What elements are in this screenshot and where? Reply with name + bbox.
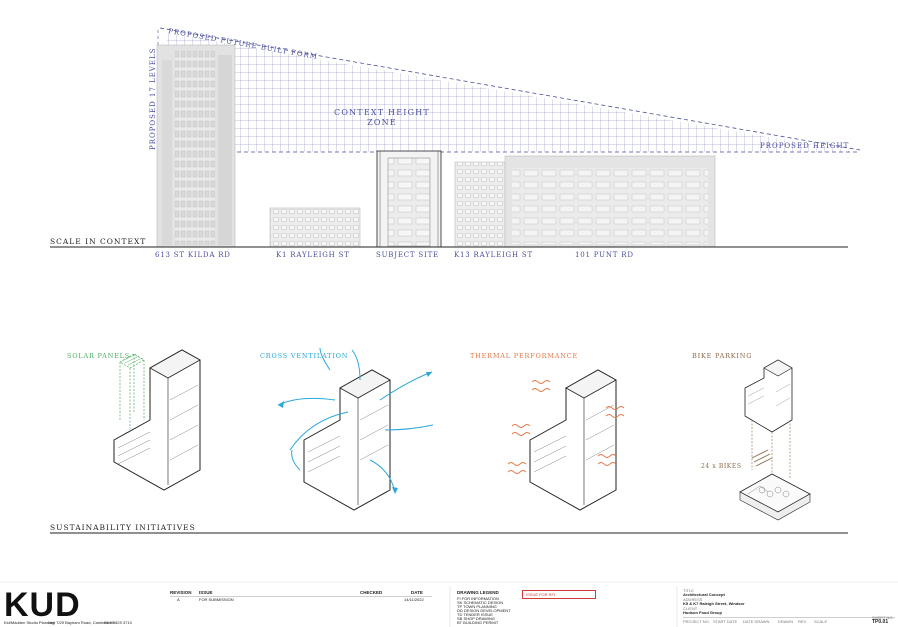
title-block: KUD Kid/Madden Studio Planning Unit 7/29… <box>0 582 898 627</box>
issue-stamp-text: ISSUE FOR RFI <box>526 592 556 597</box>
bike-parking-label: BIKE PARKING <box>692 352 752 360</box>
label-613-st-kilda: 613 ST KILDA RD <box>155 251 231 259</box>
footer-scale: SCALE <box>814 619 828 624</box>
footer-project-no: PROJECT NO. <box>683 619 710 624</box>
building-subject-site <box>376 150 442 248</box>
building-k13-rayleigh <box>454 161 506 248</box>
label-k1-rayleigh: K1 RAYLEIGH ST <box>276 251 350 259</box>
kud-logo: KUD <box>4 586 81 624</box>
title-field-label: TITLE <box>683 588 694 593</box>
scale-in-context-label: SCALE IN CONTEXT <box>50 237 146 246</box>
label-101-punt-rd: 101 PUNT RD <box>575 251 634 259</box>
sheet-number: TP0.01 <box>872 619 889 625</box>
levels-label: PROPOSED 17 LEVELS <box>149 48 157 150</box>
legend-item: SK SCHEMATIC DESIGN <box>457 600 504 605</box>
footer-drawn: DRAWN <box>778 619 793 624</box>
sustainability-initiatives-label: SUSTAINABILITY INITIATIVES <box>50 523 196 532</box>
cross-ventilation-label: CROSS VENTILATION <box>260 352 348 360</box>
issue-value: FOR SUBMISSION <box>199 597 234 602</box>
company-address: Unit 7/29 Bayham Road, Camberwell <box>48 620 114 625</box>
building-k1-rayleigh <box>269 207 361 248</box>
company-phone: 03 9 9829 3710 <box>104 620 132 625</box>
legend-item: SB SHOP DRAWING <box>457 616 496 621</box>
proposed-height-label: PROPOSED HEIGHT <box>760 142 849 150</box>
bike-parking-diagram <box>739 359 811 521</box>
revision-value: A <box>177 597 180 602</box>
date-value: 14/11/2022 <box>404 597 424 602</box>
legend-item: TD TENDER ISSUE <box>457 612 493 617</box>
client-name: Hudson Food Group <box>683 610 722 615</box>
legend-item: BT BUILDING PERMIT <box>457 620 499 625</box>
client-field-label: CLIENT <box>683 606 698 611</box>
thermal-performance-label: THERMAL PERFORMANCE <box>470 352 578 360</box>
checked-header: CHECKED <box>360 590 383 595</box>
company-name: Kid/Madden Studio Planning <box>4 620 55 625</box>
site-address: K5 & K7 Raleigh Street, Windsor <box>683 601 745 606</box>
context-height-grid <box>167 33 855 152</box>
building-101-punt-rd <box>504 155 716 248</box>
legend-item: TP TOWN PLANNING <box>457 604 497 609</box>
issue-header: ISSUE <box>199 590 213 595</box>
footer-rule <box>683 617 895 618</box>
drawing-title: Architectural Concept <box>683 592 725 597</box>
legend-item: FI FOR INFORMATION <box>457 596 499 601</box>
date-header: DATE <box>411 590 423 595</box>
cross-ventilation-diagram <box>277 347 434 511</box>
address-field-label: ADDRESS <box>683 597 703 602</box>
solar-panels-label: SOLAR PANELS <box>67 352 130 360</box>
thermal-performance-diagram <box>507 369 625 511</box>
footer-sheet-no: SHEET NO. <box>872 615 894 620</box>
label-k13-rayleigh: K13 RAYLEIGH ST <box>454 251 533 259</box>
building-613-st-kilda <box>156 44 236 248</box>
legend-header: DRAWING LEGEND <box>457 590 499 595</box>
revision-rule <box>170 596 432 597</box>
footer-rev: REV <box>798 619 807 624</box>
label-subject-site: SUBJECT SITE <box>376 251 439 259</box>
legend-item: DD DESIGN DEVELOPMENT <box>457 608 511 613</box>
issue-stamp: ISSUE FOR RFI <box>522 590 596 599</box>
revision-header: REVISION <box>170 590 192 595</box>
footer-date-drawn: DATE DRAWN <box>743 619 770 624</box>
solar-panels-diagram <box>113 349 201 491</box>
context-zone-label-2: ZONE <box>367 118 397 127</box>
footer-start-date: START DATE <box>713 619 738 624</box>
bikes-count-label: 24 x BIKES <box>701 463 742 470</box>
context-zone-label-1: CONTEXT HEIGHT <box>334 108 430 117</box>
